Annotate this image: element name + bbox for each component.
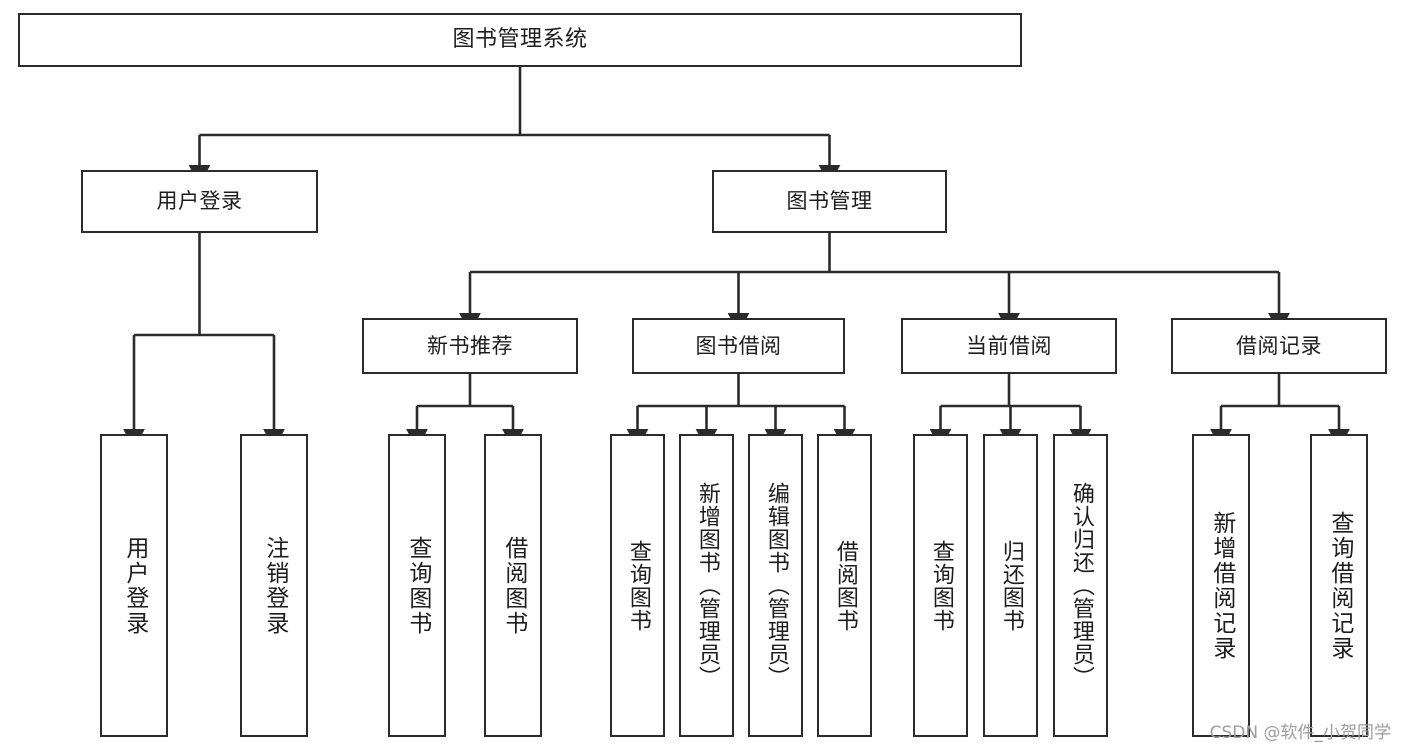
- node-records: 借阅记录: [1171, 318, 1387, 374]
- node-n-borrow: 借阅图书: [484, 434, 542, 737]
- node-c-confirm: 确认归还（管理员）: [1053, 434, 1108, 737]
- node-label: 查询图书: [625, 539, 651, 632]
- node-root: 图书管理系统: [18, 13, 1022, 67]
- node-c-query: 查询图书: [913, 434, 968, 737]
- node-label: 用户登录: [156, 189, 243, 214]
- node-login: 用户登录: [81, 170, 318, 233]
- node-b-add: 新增图书（管理员）: [679, 434, 734, 737]
- node-label: 新增借阅记录: [1208, 510, 1235, 661]
- node-bookmgmt: 图书管理: [712, 170, 947, 233]
- node-label: 用户登录: [121, 535, 148, 636]
- node-label: 借阅图书: [832, 539, 858, 632]
- node-c-return: 归还图书: [983, 434, 1038, 737]
- node-label: 归还图书: [998, 539, 1024, 632]
- node-label: 注销登录: [261, 535, 288, 636]
- node-l-logout: 注销登录: [240, 434, 308, 737]
- node-label: 图书管理系统: [452, 27, 588, 53]
- node-label: 确认归还（管理员）: [1068, 482, 1094, 689]
- node-label: 借阅记录: [1236, 333, 1322, 358]
- node-label: 查询借阅记录: [1326, 510, 1353, 661]
- node-label: 借阅图书: [500, 535, 527, 636]
- node-l-login: 用户登录: [100, 434, 168, 737]
- node-b-edit: 编辑图书（管理员）: [748, 434, 803, 737]
- node-r-add: 新增借阅记录: [1192, 434, 1250, 737]
- node-current: 当前借阅: [901, 318, 1117, 374]
- node-label: 查询图书: [928, 539, 954, 632]
- node-label: 编辑图书（管理员）: [763, 482, 789, 689]
- node-label: 新增图书（管理员）: [694, 482, 720, 689]
- node-b-lend: 借阅图书: [817, 434, 872, 737]
- node-label: 图书借阅: [695, 333, 782, 358]
- node-n-query: 查询图书: [388, 434, 446, 737]
- node-borrow: 图书借阅: [632, 318, 845, 374]
- node-label: 查询图书: [404, 535, 431, 636]
- node-label: 图书管理: [786, 189, 873, 214]
- node-b-query: 查询图书: [610, 434, 665, 737]
- node-label: 当前借阅: [966, 333, 1052, 358]
- node-r-query: 查询借阅记录: [1310, 434, 1368, 737]
- node-newrec: 新书推荐: [362, 318, 578, 374]
- node-label: 新书推荐: [427, 333, 513, 358]
